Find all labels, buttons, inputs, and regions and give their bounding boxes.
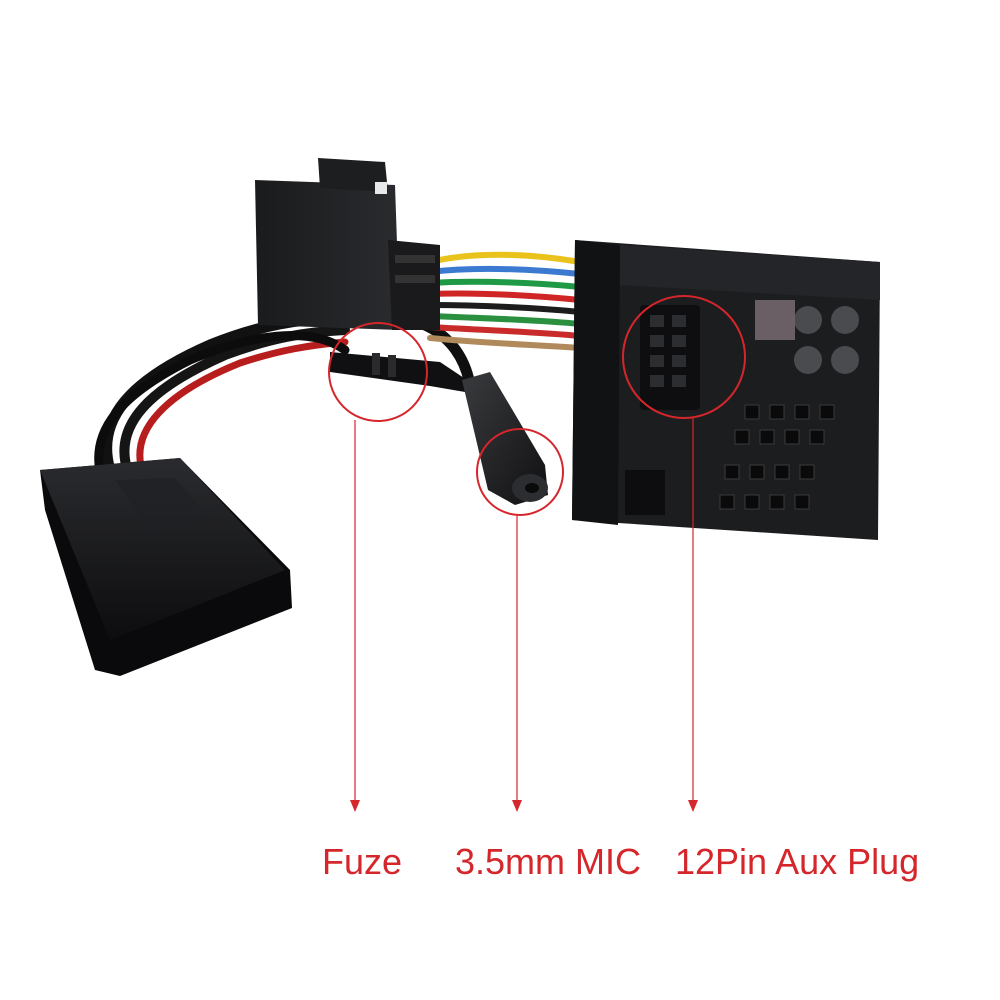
annotation-leaders bbox=[350, 418, 698, 812]
fuze-highlight-circle bbox=[328, 322, 428, 422]
mic-arrow-icon bbox=[512, 800, 522, 812]
aux-connector-icon bbox=[572, 240, 880, 540]
mic-label: 3.5mm MIC bbox=[455, 841, 642, 882]
aux-arrow-icon bbox=[688, 800, 698, 812]
fuze-label: Fuze bbox=[322, 841, 403, 882]
quadlock-connector-icon bbox=[255, 158, 440, 330]
fuze-arrow-icon bbox=[350, 800, 360, 812]
aux-highlight-circle bbox=[622, 295, 746, 419]
aux-plug-label: 12Pin Aux Plug bbox=[675, 841, 920, 882]
annotation-markers bbox=[328, 295, 746, 516]
audio-jack-icon bbox=[462, 372, 548, 505]
bluetooth-module-icon bbox=[40, 458, 292, 676]
mic-highlight-circle bbox=[476, 428, 564, 516]
fuse-holder-icon bbox=[330, 352, 470, 392]
